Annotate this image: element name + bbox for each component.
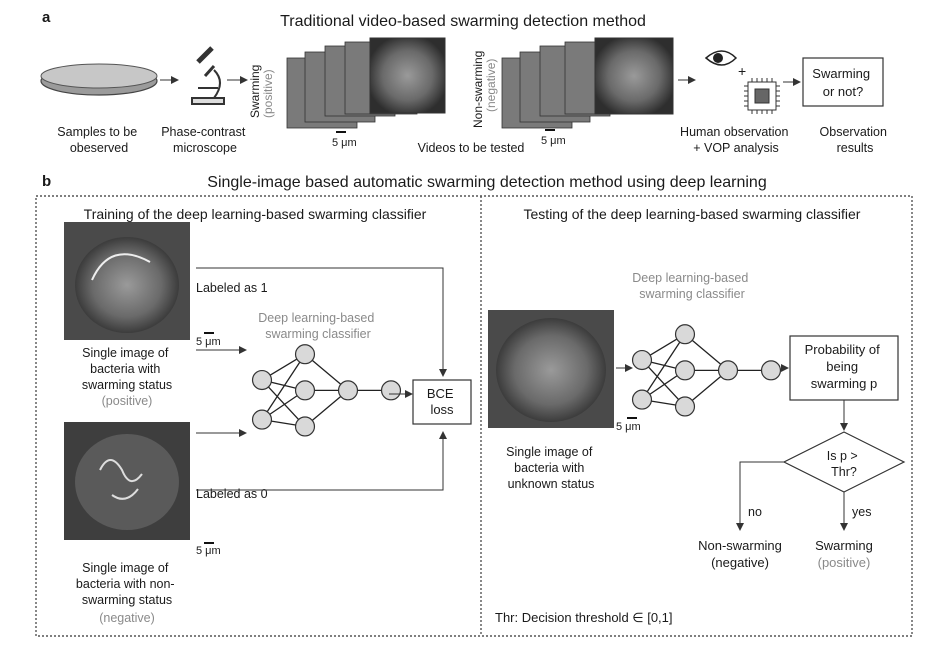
network-node (676, 397, 695, 416)
positive-tag: (positive) (102, 394, 153, 408)
observation-results-label: Observation results (820, 125, 891, 155)
network-node (719, 361, 738, 380)
network-node (382, 381, 401, 400)
testing-network (633, 325, 781, 416)
swarming-positive-tag: (positive) (261, 69, 275, 118)
yes-label: yes (852, 505, 871, 519)
testing-classifier-label: Deep learning-based swarming classifier (632, 271, 752, 301)
network-node (676, 325, 695, 344)
positive-colony (75, 237, 179, 333)
labeled-as-0: Labeled as 0 (196, 487, 268, 501)
network-node (676, 361, 695, 380)
panel-b-title: Single-image based automatic swarming de… (207, 174, 766, 191)
no-label: no (748, 505, 762, 519)
scale-label-2: 5 μm (541, 135, 566, 147)
network-node (296, 381, 315, 400)
petri-dish-icon (41, 64, 157, 95)
threshold-note: Thr: Decision threshold ∈ [0,1] (495, 610, 673, 625)
eye-icon (706, 51, 736, 65)
microscope-label: Phase-contrast microscope (161, 125, 249, 155)
training-title: Training of the deep learning-based swar… (84, 206, 427, 222)
swarming-rotated-label: Swarming (248, 65, 262, 118)
network-node (296, 417, 315, 436)
network-node (296, 345, 315, 364)
training-scale-1: 5 μm (196, 336, 221, 348)
negative-tag: (negative) (99, 611, 155, 625)
unknown-caption: Single image of bacteria with unknown st… (506, 445, 596, 491)
samples-label: Samples to be obeserved (57, 125, 140, 155)
positive-caption: Single image of bacteria with swarming s… (82, 346, 172, 392)
panel-b-letter: b (42, 173, 51, 190)
network-node (253, 410, 272, 429)
training-scale-2: 5 μm (196, 545, 221, 557)
no-branch-arrow (740, 462, 784, 530)
panel-a-title: Traditional video-based swarming detecti… (280, 13, 646, 30)
human-observation-label: Human observation + VOP analysis (680, 125, 792, 155)
nonswarming-negative-tag: (negative) (484, 59, 498, 112)
network-node (762, 361, 781, 380)
non-swarming-outcome: Non-swarming (698, 538, 782, 553)
swarming-video-stack (287, 38, 445, 128)
testing-scale: 5 μm (616, 421, 641, 433)
network-node (253, 371, 272, 390)
non-swarming-tag: (negative) (711, 555, 769, 570)
scale-label-1: 5 μm (332, 137, 357, 149)
nonswarming-video-stack (502, 38, 673, 128)
training-classifier-label: Deep learning-based swarming classifier (258, 311, 378, 341)
negative-caption: Single image of bacteria with non- swarm… (76, 561, 178, 607)
microscope-icon (192, 48, 224, 104)
plus-sign: + (738, 63, 746, 79)
swarming-tag: (positive) (818, 555, 871, 570)
swarming-outcome: Swarming (815, 538, 873, 553)
testing-title: Testing of the deep learning-based swarm… (524, 206, 861, 222)
training-network (253, 345, 401, 436)
label-0-line (196, 432, 443, 490)
network-node (633, 351, 652, 370)
unknown-colony (496, 318, 606, 422)
videos-label: Videos to be tested (418, 141, 525, 155)
nonswarming-rotated-label: Non-swarming (471, 51, 485, 128)
network-node (339, 381, 358, 400)
network-node (633, 390, 652, 409)
negative-colony (75, 434, 179, 530)
processor-chip-icon (744, 78, 780, 114)
panel-a-letter: a (42, 9, 51, 26)
bce-loss-text: BCE loss (427, 386, 457, 417)
labeled-as-1: Labeled as 1 (196, 281, 268, 295)
